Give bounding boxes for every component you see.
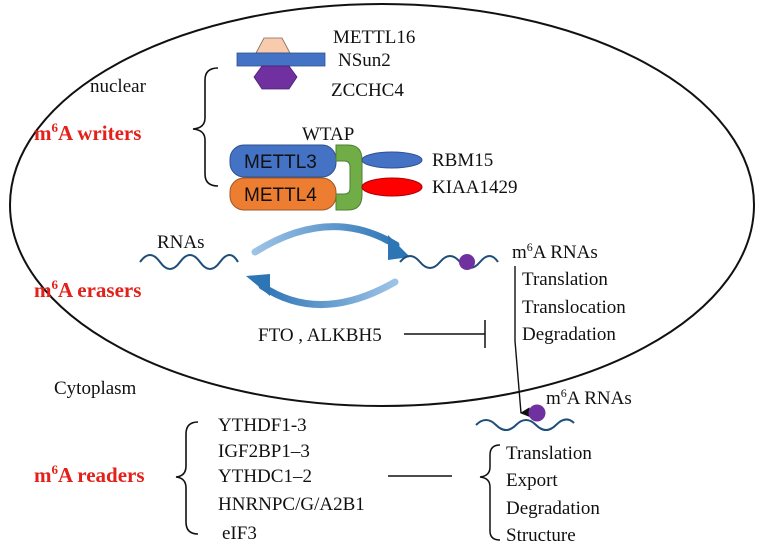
nuclear-label: nuclear [90,76,147,97]
writer-nsun2: NSun2 [338,50,391,71]
rnas-label: RNAs [157,232,205,253]
mettl3-label: METTL3 [244,152,317,173]
reader-eif3: eIF3 [222,523,257,544]
methyltransferase-group-icon [236,37,326,90]
nucleus-ellipse [9,3,755,407]
readers-bracket [175,421,199,535]
m6a-mark-cytoplasm [528,404,546,422]
mettl4-label: METTL4 [244,185,317,206]
writer-zcchc4: ZCCHC4 [331,80,404,101]
methylation-cycle-arrows [246,223,410,309]
cytoplasm-m6a-rnas-label: m6A RNAs [546,386,632,409]
writers-title: m6A writers [34,120,141,145]
modified-rna-wave [399,255,499,269]
nuclear-fate-translation: Translation [522,269,608,290]
cyto-fate-translation: Translation [506,443,592,464]
rbm15-label: RBM15 [432,150,493,171]
kiaa1429-label: KIAA1429 [432,177,518,198]
writer-mettl16: METTL16 [333,27,415,48]
eraser-enzymes-label: FTO , ALKBH5 [258,325,382,346]
readers-title: m6A readers [34,462,145,487]
wtap-label: WTAP [302,124,354,145]
cyto-fate-structure: Structure [506,525,576,546]
erasers-title: m6A erasers [34,277,141,302]
nuclear-m6a-rnas-label: m6A RNAs [512,240,598,263]
cytoplasm-rna-wave [475,418,575,431]
unmodified-rna-wave [139,254,239,270]
export-arrow [514,340,531,418]
writers-bracket [192,67,219,187]
kiaa1429-oval [361,177,423,197]
reader-ythdc: YTHDC1–2 [218,466,312,487]
reader-hnrnp: HNRNPC/G/A2B1 [218,494,365,515]
cytoplasm-fates-bracket [479,444,501,541]
rbm15-oval [361,151,423,169]
cyto-fate-export: Export [506,470,558,491]
nuclear-fate-translocation: Translocation [522,297,626,318]
reader-ythdf: YTHDF1-3 [218,415,307,436]
cyto-fate-degradation: Degradation [506,498,600,519]
cytoplasm-label: Cytoplasm [54,378,137,399]
wtap-shape [335,144,363,211]
reader-igf2bp: IGF2BP1–3 [218,441,310,462]
nuclear-fate-degradation: Degradation [522,324,616,345]
m6a-mark-nuclear [459,254,475,270]
